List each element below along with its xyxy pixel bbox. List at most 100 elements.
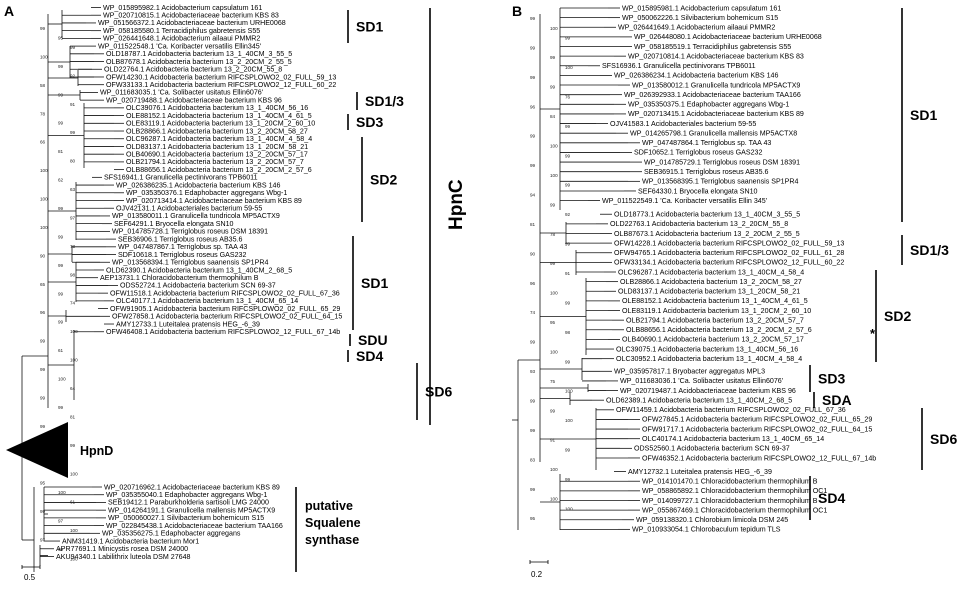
panel-b-tree — [512, 7, 642, 530]
bootstrap-value: 99 — [70, 443, 76, 448]
bootstrap-value: 99 — [40, 509, 46, 514]
bootstrap-value: 97 — [40, 538, 46, 543]
bootstrap-value: 99 — [40, 367, 46, 372]
panel-a-bootstrap-values: 9995991009992589991789999668180100626310… — [40, 26, 78, 562]
bootstrap-value: 100 — [70, 557, 78, 562]
bootstrap-value: 99 — [530, 428, 536, 433]
tip-label: WP_013568395.1 Terriglobus saanensis SP1… — [642, 178, 798, 186]
bootstrap-value: 99 — [58, 320, 64, 325]
bootstrap-value: 84 — [550, 114, 556, 119]
bootstrap-value: 99 — [40, 339, 46, 344]
bootstrap-value: 91 — [70, 102, 76, 107]
bootstrap-value: 61 — [58, 348, 64, 353]
tip-label: OLD18773.1 Acidobacteria bacterium 13_1_… — [614, 211, 800, 219]
tip-label: WP_026386234.1 Acidobacteria bacterium K… — [614, 72, 778, 80]
bootstrap-value: 99 — [70, 45, 76, 50]
panel-b-letter: B — [512, 3, 522, 19]
tip-label: SFS16941.1 Granulicella pectinivorans TP… — [104, 174, 258, 182]
tip-label: WP_020719487.1 Acidobacteriaceae bacteri… — [620, 387, 796, 395]
bootstrap-value: 99 — [565, 359, 571, 364]
tip-label: WP_047487864.1 Terriglobus sp. TAA 43 — [642, 139, 771, 147]
bootstrap-value: 100 — [565, 389, 573, 394]
bootstrap-value: 99 — [530, 487, 536, 492]
bootstrap-value: 99 — [58, 64, 64, 69]
bootstrap-value: 99 — [40, 26, 46, 31]
bootstrap-value: 100 — [550, 467, 558, 472]
bootstrap-value: 99 — [550, 261, 556, 266]
tip-label: WP_020713414.1 Acidobacteriaceae bacteri… — [126, 197, 302, 205]
bootstrap-value: 98 — [70, 272, 76, 277]
bootstrap-value: 78 — [40, 111, 46, 116]
bootstrap-value: 99 — [550, 408, 556, 413]
bootstrap-value: 93 — [530, 369, 536, 374]
bootstrap-value: 99 — [530, 75, 536, 80]
bootstrap-value: 99 — [530, 340, 536, 345]
bootstrap-value: 75 — [550, 379, 556, 384]
bootstrap-value: 81 — [530, 222, 536, 227]
tip-label: OLD62390.1 Acidobacteria bacterium 13_1_… — [106, 266, 292, 274]
bootstrap-value: 92 — [565, 212, 571, 217]
clade-label: SD4 — [818, 490, 845, 506]
clade-label: SD3 — [818, 371, 845, 387]
tip-label: OFW14228.1 Acidobacteria bacterium RIFCS… — [614, 239, 844, 247]
tip-label: OJV41583.1 Acidobacteriales bacterium 59… — [610, 120, 756, 128]
bootstrap-value: 100 — [550, 144, 558, 149]
tip-label: OLC40174.1 Acidobacteria bacterium 13_1_… — [642, 435, 824, 443]
bootstrap-value: 99 — [530, 163, 536, 168]
tip-label: OLB88656.1 Acidobacteria bacterium 13_2_… — [126, 166, 312, 174]
clade-label: SD3 — [356, 114, 383, 130]
bootstrap-value: 100 — [70, 471, 78, 476]
tip-label: WP_026386235.1 Acidobacteria bacterium K… — [116, 181, 280, 189]
tip-label: WP_013580012.1 Granulicella tundricola M… — [632, 81, 800, 89]
tip-label: SFS16936.1 Granulicella pectinivorans TP… — [602, 62, 756, 70]
tip-label: WP_020710814.1 Acidobacteriaceae bacteri… — [628, 52, 804, 60]
tip-label: SEB19412.1 Paraburkholderia sartisoli LM… — [108, 499, 269, 507]
tip-label: SEB36906.1 Terriglobus roseus AB35.6 — [118, 235, 243, 243]
bootstrap-value: 99 — [565, 300, 571, 305]
tip-label: WP_020710815.1 Acidobacteriaceae bacteri… — [103, 12, 279, 20]
panel-b-scale-bar: 0.2 — [529, 560, 549, 579]
bootstrap-value: 99 — [565, 124, 571, 129]
bootstrap-value: 100 — [550, 173, 558, 178]
bootstrap-value: 99 — [565, 448, 571, 453]
bootstrap-value: 92 — [70, 73, 76, 78]
tip-label: OFW33134.1 Acidobacteria bacterium RIFCS… — [614, 259, 844, 267]
bootstrap-value: 100 — [70, 329, 78, 334]
tip-label: OLD62389.1 Acidobacteria bacterium 13_1_… — [606, 396, 792, 404]
tip-label: OLD22763.1 Acidobacteria bacterium 13_2_… — [610, 220, 788, 228]
bootstrap-value: 99 — [58, 547, 64, 552]
bootstrap-value: 76 — [565, 94, 571, 99]
bootstrap-value: 83 — [530, 457, 536, 462]
bootstrap-value: 99 — [565, 477, 571, 482]
bootstrap-value: 74 — [530, 310, 536, 315]
tip-label: WP_035355040.1 Edaphobacter aggregans Wb… — [106, 491, 267, 499]
bootstrap-value: 99 — [530, 16, 536, 21]
tip-label: SEF64291.1 Bryocella elongata SN10 — [114, 220, 234, 228]
bootstrap-value: 63 — [70, 187, 76, 192]
tip-label: WP_055867469.1 Chloracidobacterium therm… — [642, 506, 827, 514]
bootstrap-value: 100 — [58, 377, 66, 382]
bootstrap-value: 99 — [530, 399, 536, 404]
bootstrap-value: 94 — [530, 193, 536, 198]
tip-label: WP_026448080.1 Acidobacteriaceae bacteri… — [634, 33, 822, 41]
bootstrap-value: 80 — [70, 159, 76, 164]
clade-label: SDA — [822, 392, 852, 408]
bootstrap-value: 99 — [565, 242, 571, 247]
tip-label: OLB21794.1 Acidobacteria bacterium 13_2_… — [626, 316, 804, 324]
bootstrap-value: 99 — [565, 153, 571, 158]
tip-label: WP_020716962.1 Acidobacteriaceae bacteri… — [104, 483, 280, 491]
tip-label: OLC39076.1 Acidobacteria bacterium 13_1_… — [126, 104, 308, 112]
tip-label: OFW27858.1 Acidobacteria bacterium RIFCS… — [112, 313, 342, 321]
panel-a-tips: WP_015895982.1 Acidobacterium capsulatum… — [56, 4, 342, 561]
panel-a-scale-bar: 0.5 — [21, 565, 41, 582]
squalene-label-line: putative — [305, 499, 353, 513]
bootstrap-value: 99 — [565, 36, 571, 41]
bootstrap-value: 98 — [565, 330, 571, 335]
tip-label: WP_014264191.1 Granulicella mallensis MP… — [108, 506, 275, 514]
bootstrap-value: 99 — [58, 92, 64, 97]
tip-label: WP_058185580.1 Terracidiphilus gabretens… — [103, 27, 260, 35]
tip-label: WP_020719488.1 Acidobacteriaceae bacteri… — [106, 96, 282, 104]
tip-label: WP_050060027.1 Silvibacterium bohemicum … — [108, 514, 264, 522]
